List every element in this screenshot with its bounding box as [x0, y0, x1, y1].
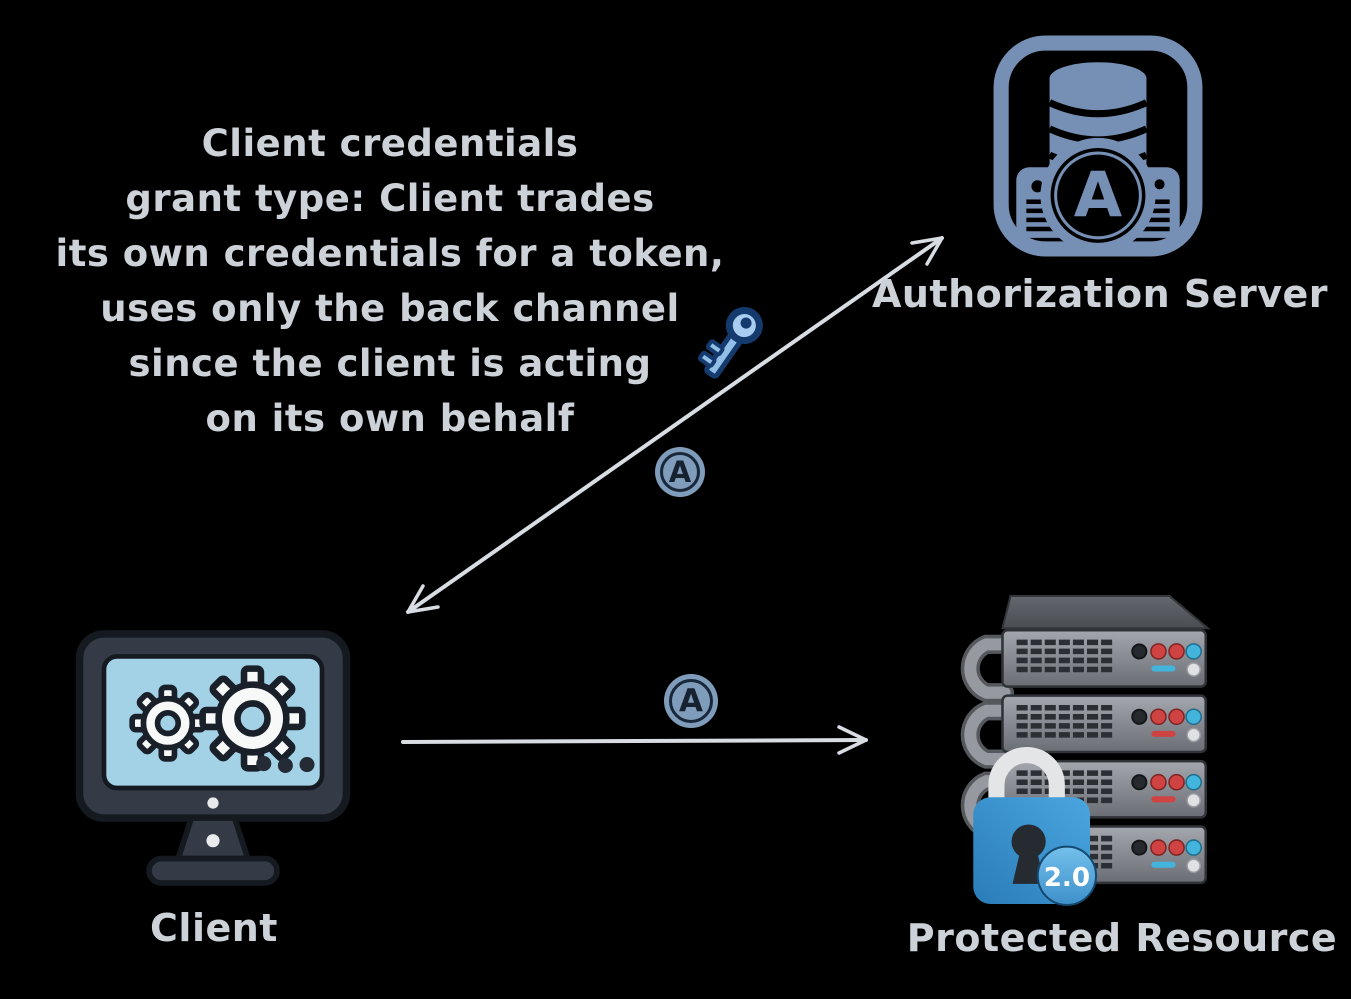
key-icon — [694, 300, 766, 396]
annotation-line: on its own behalf — [205, 397, 575, 440]
annotation-line: uses only the back channel — [100, 287, 680, 330]
annotation-text: Client credentials grant type: Client tr… — [20, 116, 760, 446]
small-gear-icon — [129, 684, 207, 762]
auth-request-step-badge: A — [655, 447, 705, 497]
rack-lid — [1001, 595, 1211, 630]
step-letter: A — [668, 454, 692, 489]
annotation-line: grant type: Client trades — [125, 177, 655, 220]
resource-request-step-badge: A — [664, 674, 718, 728]
client-icon — [72, 626, 354, 892]
svg-text:A: A — [1074, 159, 1123, 232]
authorization-server-icon: A — [992, 34, 1204, 262]
monitor-base — [146, 855, 280, 886]
authorization-server-label: Authorization Server — [871, 272, 1329, 316]
bezel-dot — [207, 797, 219, 809]
server-unit — [1001, 629, 1207, 688]
server-unit — [1001, 694, 1207, 754]
arrowhead-down-left — [406, 584, 440, 614]
lock-icon: 2.0 — [973, 747, 1098, 906]
annotation-line: its own credentials for a token, — [55, 232, 725, 275]
auth-circle-a-icon: A — [1040, 137, 1156, 253]
client-resource-arrow-line — [401, 738, 868, 744]
neck-dot — [206, 834, 220, 848]
screen-dots — [256, 756, 315, 773]
arrowhead-up-right — [910, 236, 944, 266]
large-gear-icon — [199, 665, 306, 772]
svg-text:2.0: 2.0 — [1044, 863, 1090, 893]
annotation-line: Client credentials — [201, 122, 579, 165]
annotation-line: since the client is acting — [128, 342, 652, 385]
protected-resource-label: Protected Resource — [906, 916, 1338, 960]
lock-version-badge: 2.0 — [1036, 845, 1098, 906]
protected-resource-icon: 2.0 — [956, 588, 1218, 914]
arrowhead-right — [837, 725, 868, 755]
step-letter: A — [679, 682, 703, 719]
client-label: Client — [150, 906, 278, 950]
